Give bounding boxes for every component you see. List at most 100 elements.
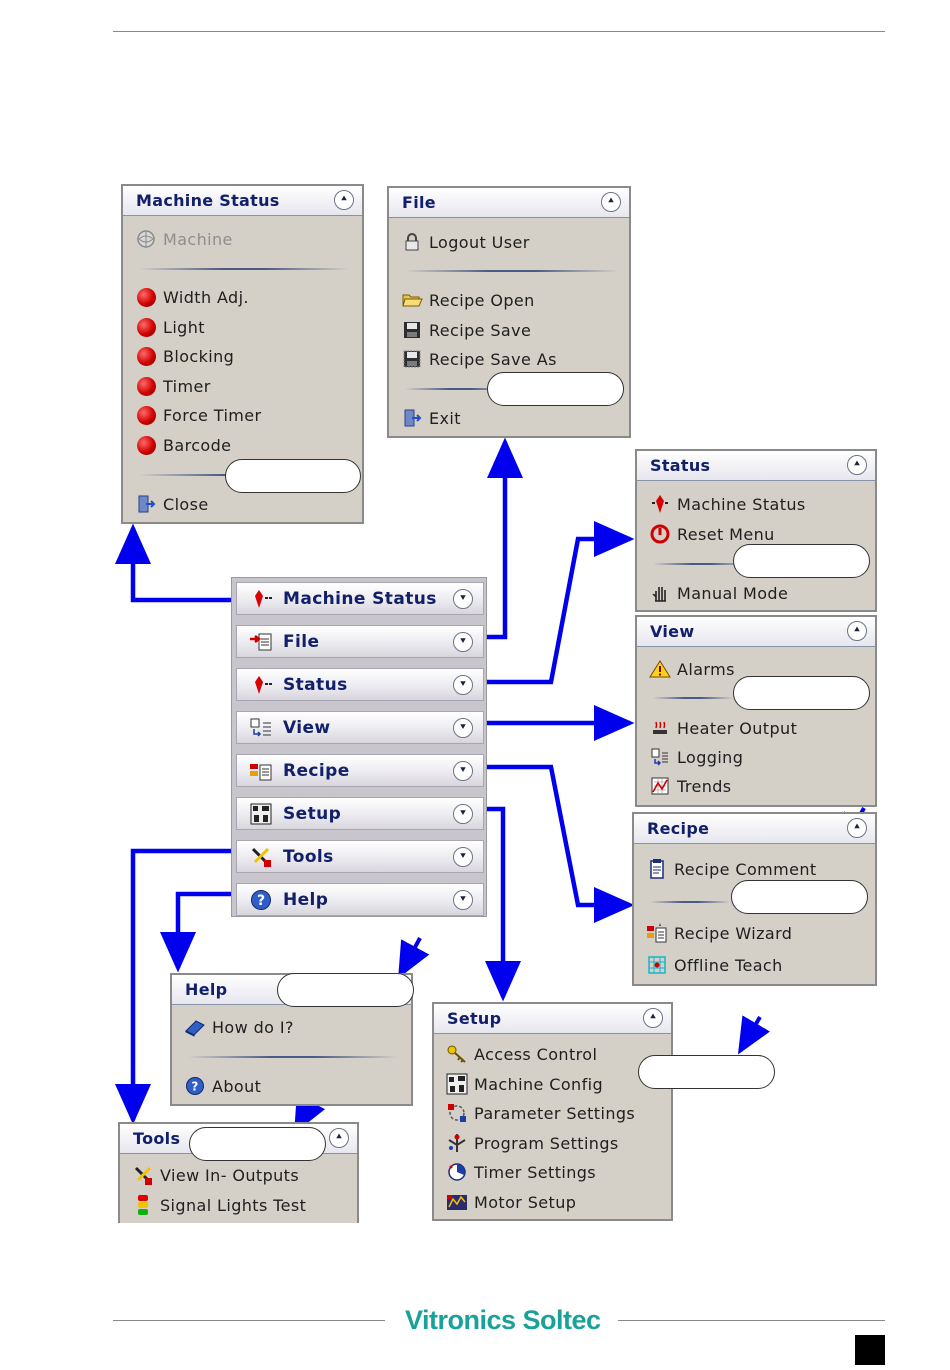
- menu-item-timer[interactable]: Timer: [135, 374, 211, 398]
- menu-item-blocking[interactable]: Blocking: [135, 344, 234, 368]
- red-status-icon: [135, 286, 157, 308]
- menu-item-heater-output[interactable]: Heater Output: [649, 716, 797, 740]
- collapse-icon[interactable]: ⯅: [847, 455, 867, 475]
- comment-icon: [646, 858, 668, 880]
- question-icon: ?: [184, 1075, 206, 1097]
- menu-item-width-adj[interactable]: Width Adj.: [135, 285, 249, 309]
- offline-teach-icon: [646, 954, 668, 976]
- main-menu: Machine Status ⯆ File ⯆ Status ⯆ View ⯆ …: [231, 577, 487, 917]
- motor-icon: [446, 1191, 468, 1213]
- menu-item-recipe-save[interactable]: Recipe Save: [401, 318, 531, 342]
- collapse-icon[interactable]: ⯅: [329, 1128, 349, 1148]
- main-menu-label: Help: [283, 890, 329, 910]
- expand-icon[interactable]: ⯆: [453, 675, 473, 695]
- tools-icon: [132, 1164, 154, 1186]
- callout-oval: [731, 880, 868, 914]
- main-menu-label: View: [283, 718, 331, 738]
- menu-item-exit[interactable]: Exit: [401, 406, 461, 430]
- exit-icon: [401, 407, 423, 429]
- menu-item-close[interactable]: Close: [135, 492, 209, 516]
- page-marker: [855, 1335, 885, 1365]
- expand-icon[interactable]: ⯆: [453, 890, 473, 910]
- arrow-file: [487, 437, 523, 640]
- menu-item-timer-settings[interactable]: Timer Settings: [446, 1160, 596, 1184]
- menu-item-label: Blocking: [163, 346, 235, 366]
- expand-icon[interactable]: ⯆: [453, 718, 473, 738]
- main-menu-recipe[interactable]: Recipe ⯆: [236, 754, 484, 787]
- arrow-tools: [115, 848, 233, 1125]
- menu-item-recipe-wizard[interactable]: Recipe Wizard: [646, 921, 792, 945]
- menu-item-trends[interactable]: Trends: [649, 774, 732, 798]
- menu-item-label: Parameter Settings: [474, 1103, 636, 1123]
- timer-icon: [446, 1161, 468, 1183]
- menu-item-label: Recipe Wizard: [674, 923, 793, 943]
- collapse-icon[interactable]: ⯅: [334, 190, 354, 210]
- main-menu-tools[interactable]: Tools ⯆: [236, 840, 484, 873]
- panel-title: View: [650, 622, 695, 641]
- menu-item-label: Recipe Save: [429, 320, 532, 340]
- menu-item-reset-menu[interactable]: Reset Menu: [649, 522, 775, 546]
- main-menu-status[interactable]: Status ⯆: [236, 668, 484, 701]
- menu-item-machine[interactable]: Machine: [135, 227, 233, 251]
- exit-icon: [135, 493, 157, 515]
- menu-item-label: Heater Output: [677, 718, 798, 738]
- menu-item-offline-teach[interactable]: Offline Teach: [646, 953, 783, 977]
- main-menu-help[interactable]: ? Help ⯆: [236, 883, 484, 916]
- separator: [653, 563, 749, 565]
- save-as-icon: [401, 348, 423, 370]
- collapse-icon[interactable]: ⯅: [643, 1008, 663, 1028]
- menu-item-machine-config[interactable]: Machine Config: [446, 1072, 603, 1096]
- menu-item-motor-setup[interactable]: Motor Setup: [446, 1190, 576, 1214]
- menu-item-logout-user[interactable]: Logout User: [401, 230, 530, 254]
- menu-item-access-control[interactable]: Access Control: [446, 1042, 597, 1066]
- panel-title: Help: [185, 980, 228, 999]
- main-menu-machine-status[interactable]: Machine Status ⯆: [236, 582, 484, 615]
- callout-oval: [487, 372, 624, 406]
- menu-item-label: Machine Config: [474, 1074, 603, 1094]
- expand-icon[interactable]: ⯆: [453, 847, 473, 867]
- collapse-icon[interactable]: ⯅: [847, 621, 867, 641]
- menu-item-alarms[interactable]: Alarms: [649, 657, 735, 681]
- setup-panel: Setup ⯅ Access Control Machine Config Pa…: [432, 1002, 673, 1221]
- globe-icon: [135, 228, 157, 250]
- menu-item-signal-lights-test[interactable]: Signal Lights Test: [132, 1193, 306, 1217]
- menu-item-recipe-save-as[interactable]: Recipe Save As: [401, 347, 557, 371]
- arrow-help: [160, 891, 233, 973]
- separator: [650, 901, 730, 903]
- pointer-help: [398, 937, 430, 979]
- menu-item-manual-mode[interactable]: Manual Mode: [649, 581, 788, 605]
- menu-item-about[interactable]: ? About: [184, 1074, 261, 1098]
- menu-item-label: About: [212, 1076, 262, 1096]
- red-status-icon: [135, 316, 157, 338]
- menu-item-barcode[interactable]: Barcode: [135, 433, 231, 457]
- menu-item-light[interactable]: Light: [135, 315, 205, 339]
- menu-item-force-timer[interactable]: Force Timer: [135, 403, 262, 427]
- separator: [188, 1056, 398, 1058]
- callout-oval: [733, 676, 870, 710]
- main-menu-view[interactable]: View ⯆: [236, 711, 484, 744]
- expand-icon[interactable]: ⯆: [453, 632, 473, 652]
- expand-icon[interactable]: ⯆: [453, 589, 473, 609]
- setup-icon: [249, 803, 273, 825]
- panel-title: File: [402, 193, 436, 212]
- main-menu-setup[interactable]: Setup ⯆: [236, 797, 484, 830]
- collapse-icon[interactable]: ⯅: [601, 192, 621, 212]
- menu-item-program-settings[interactable]: Program Settings: [446, 1131, 619, 1155]
- menu-item-view-in-outputs[interactable]: View In- Outputs: [132, 1163, 299, 1187]
- menu-item-label: Force Timer: [163, 405, 262, 425]
- menu-item-label: Offline Teach: [674, 955, 783, 975]
- main-menu-file[interactable]: File ⯆: [236, 625, 484, 658]
- menu-item-label: Width Adj.: [163, 287, 249, 307]
- menu-item-machine-status[interactable]: Machine Status: [649, 492, 806, 516]
- menu-item-recipe-comment[interactable]: Recipe Comment: [646, 857, 817, 881]
- expand-icon[interactable]: ⯆: [453, 804, 473, 824]
- panel-header: Setup ⯅: [434, 1004, 671, 1034]
- menu-item-how-do-i[interactable]: How do I?: [184, 1015, 294, 1039]
- menu-item-recipe-open[interactable]: Recipe Open: [401, 288, 535, 312]
- expand-icon[interactable]: ⯆: [453, 761, 473, 781]
- menu-item-logging[interactable]: Logging: [649, 745, 743, 769]
- menu-item-parameter-settings[interactable]: Parameter Settings: [446, 1101, 635, 1125]
- main-menu-label: Tools: [283, 847, 334, 867]
- program-icon: [446, 1132, 468, 1154]
- collapse-icon[interactable]: ⯅: [847, 818, 867, 838]
